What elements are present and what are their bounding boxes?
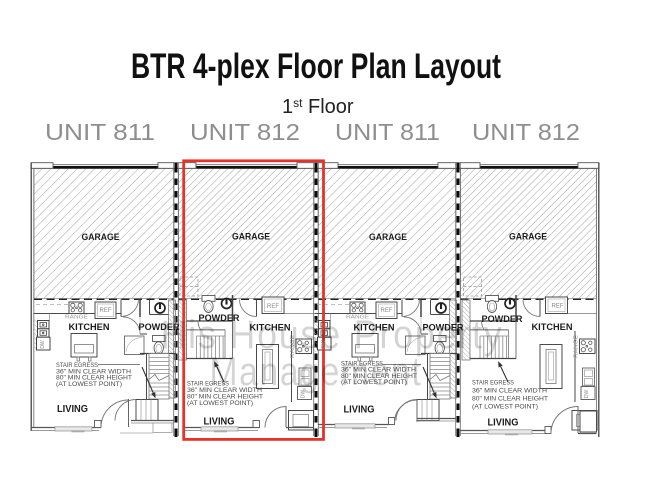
svg-text:DW: DW: [301, 390, 307, 399]
svg-text:STAIR EGRESS: STAIR EGRESS: [341, 361, 383, 368]
svg-text:(AT LOWEST POINT): (AT LOWEST POINT): [56, 381, 122, 388]
svg-text:LIVING: LIVING: [204, 416, 235, 428]
svg-text:GARAGE: GARAGE: [82, 232, 120, 242]
svg-text:LIVING: LIVING: [344, 404, 375, 416]
svg-text:36" MIN CLEAR WIDTH: 36" MIN CLEAR WIDTH: [341, 367, 416, 374]
svg-text:(AT LOWEST POINT): (AT LOWEST POINT): [187, 400, 253, 407]
svg-text:UNIT 811: UNIT 811: [45, 119, 155, 145]
svg-text:STAIR EGRESS: STAIR EGRESS: [472, 380, 514, 387]
svg-text:KITCHEN: KITCHEN: [69, 322, 110, 332]
svg-text:36" MIN CLEAR WIDTH: 36" MIN CLEAR WIDTH: [187, 387, 262, 394]
svg-text:LIVING: LIVING: [57, 403, 88, 415]
svg-text:(AT LOWEST POINT): (AT LOWEST POINT): [472, 404, 538, 411]
svg-text:LIVING: LIVING: [488, 417, 519, 429]
svg-text:RANGE: RANGE: [290, 335, 296, 358]
svg-text:GARAGE: GARAGE: [232, 232, 270, 242]
svg-text:RANGE: RANGE: [65, 315, 88, 321]
svg-text:80" MIN CLEAR HEIGHT: 80" MIN CLEAR HEIGHT: [341, 373, 417, 380]
svg-text:80" MIN CLEAR HEIGHT: 80" MIN CLEAR HEIGHT: [187, 394, 263, 401]
svg-text:36" MIN CLEAR WIDTH: 36" MIN CLEAR WIDTH: [472, 388, 547, 395]
svg-text:GARAGE: GARAGE: [509, 232, 547, 242]
svg-text:POWDER: POWDER: [139, 322, 181, 332]
svg-text:REF: REF: [381, 308, 393, 314]
svg-text:UNIT 811: UNIT 811: [335, 119, 440, 145]
svg-text:REF: REF: [267, 304, 279, 310]
svg-text:REF: REF: [552, 304, 564, 310]
svg-text:His House Property: His House Property: [161, 313, 504, 357]
svg-text:UNIT 812: UNIT 812: [190, 119, 300, 145]
svg-text:80" MIN CLEAR HEIGHT: 80" MIN CLEAR HEIGHT: [472, 396, 548, 403]
svg-text:DW: DW: [40, 340, 46, 349]
svg-text:STAIR EGRESS: STAIR EGRESS: [187, 381, 229, 388]
svg-text:Management: Management: [210, 350, 423, 394]
svg-text:REF: REF: [100, 308, 112, 314]
svg-text:KITCHEN: KITCHEN: [354, 323, 395, 333]
svg-text:(AT LOWEST POINT): (AT LOWEST POINT): [341, 379, 407, 386]
svg-text:POWDER: POWDER: [423, 323, 465, 333]
svg-text:GARAGE: GARAGE: [369, 232, 407, 242]
svg-text:STAIR EGRESS: STAIR EGRESS: [56, 362, 98, 369]
svg-text:DW: DW: [584, 390, 590, 399]
svg-text:1st Floor: 1st Floor: [282, 96, 354, 118]
svg-text:DW: DW: [321, 340, 327, 349]
svg-text:36" MIN CLEAR WIDTH: 36" MIN CLEAR WIDTH: [56, 368, 131, 375]
svg-text:POWDER: POWDER: [199, 313, 241, 323]
svg-text:RANGE: RANGE: [574, 335, 580, 358]
svg-text:BTR 4-plex Floor Plan Layout: BTR 4-plex Floor Plan Layout: [131, 47, 501, 86]
svg-text:KITCHEN: KITCHEN: [532, 322, 573, 332]
svg-text:RANGE: RANGE: [346, 315, 369, 321]
svg-text:UNIT 812: UNIT 812: [472, 119, 580, 145]
svg-text:KITCHEN: KITCHEN: [250, 323, 291, 333]
svg-text:80" MIN CLEAR HEIGHT: 80" MIN CLEAR HEIGHT: [56, 375, 132, 382]
svg-text:POWDER: POWDER: [482, 314, 524, 324]
